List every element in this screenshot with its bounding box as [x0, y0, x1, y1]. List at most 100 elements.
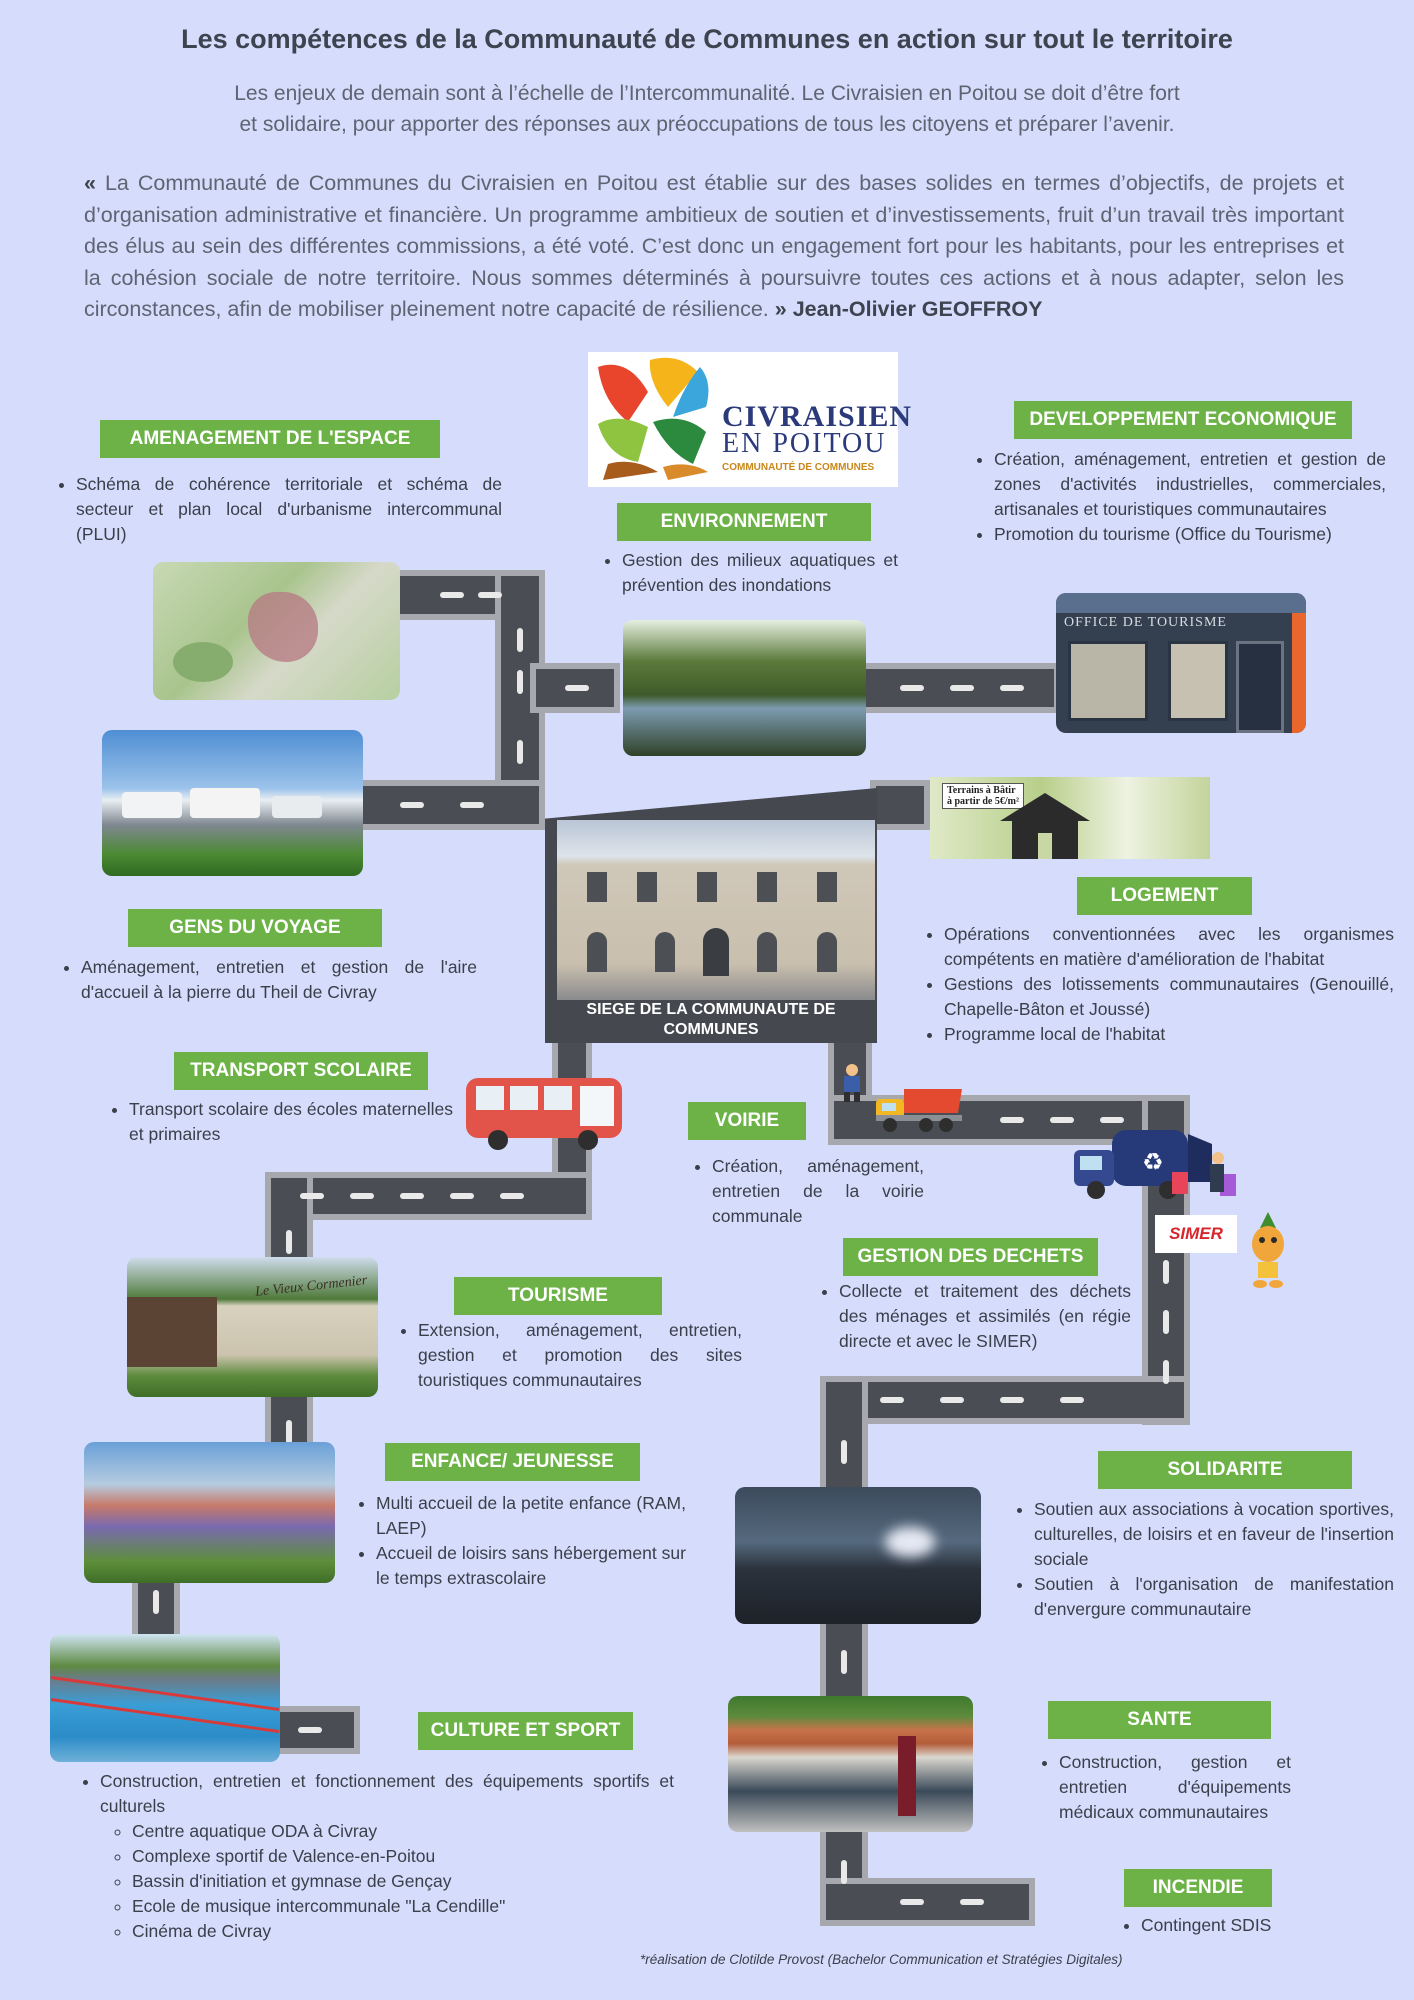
list-item: Collecte et traitement des déchets des m… [839, 1279, 1131, 1354]
president-quote: « La Communauté de Communes du Civraisie… [84, 171, 1344, 321]
road-dash [300, 1193, 324, 1199]
caravan [272, 796, 322, 818]
photo-aire-accueil [102, 730, 363, 876]
barn-roof [127, 1297, 217, 1367]
dump-truck-icon [876, 1089, 962, 1132]
road-dash [960, 1899, 984, 1905]
bus-icon [466, 1078, 622, 1150]
list-developpement: Création, aménagement, entretien et gest… [970, 447, 1386, 547]
simer-logo: SIMER [1155, 1215, 1237, 1253]
road-dash [900, 685, 924, 691]
list-item: Création, aménagement, entretien et gest… [994, 447, 1386, 522]
siege-label: SIEGE DE LA COMMUNAUTE DE COMMUNES [586, 1001, 836, 1038]
mascot-icon [1252, 1212, 1284, 1288]
list-item: Soutien aux associations à vocation spor… [1034, 1497, 1394, 1572]
road-dash [298, 1727, 322, 1733]
badge-developpement: DEVELOPPEMENT ECONOMIQUE [1014, 401, 1352, 439]
list-subitem: Cinéma de Civray [132, 1919, 674, 1944]
photo-maison-sante [728, 1696, 973, 1832]
svg-text:♻: ♻ [1142, 1148, 1164, 1176]
list-dechets: Collecte et traitement des déchets des m… [815, 1279, 1131, 1354]
logo-line2: EN POITOU [722, 428, 887, 459]
list-gens-du-voyage: Aménagement, entretien et gestion de l'a… [57, 955, 477, 1005]
intro-text: Les enjeux de demain sont à l’échelle de… [234, 82, 1180, 136]
list-environnement: Gestion des milieux aquatiques et préven… [598, 548, 898, 598]
badge-logement: LOGEMENT [1077, 877, 1252, 915]
list-sante: Construction, gestion et entretien d'équ… [1035, 1750, 1291, 1825]
photo-piscine [50, 1634, 280, 1762]
road-dash [1050, 1117, 1074, 1123]
shop-door [1236, 641, 1284, 733]
list-item: Programme local de l'habitat [944, 1022, 1394, 1047]
caravan [190, 788, 260, 818]
list-incendie: Contingent SDIS [1117, 1913, 1317, 1938]
badge-solidarite: SOLIDARITE [1098, 1451, 1352, 1489]
road-dash [1000, 685, 1024, 691]
road-segment [820, 1878, 1035, 1926]
photo-urbanism-map [153, 562, 400, 700]
road-dash [950, 685, 974, 691]
shop-window [1168, 641, 1228, 721]
road-dash [940, 1397, 964, 1403]
road-dash [460, 802, 484, 808]
list-item: Schéma de cohérence territoriale et sché… [76, 472, 502, 547]
list-item: Contingent SDIS [1141, 1913, 1317, 1938]
list-tourisme: Extension, aménagement, entretien, gesti… [394, 1318, 742, 1393]
badge-culture: CULTURE ET SPORT [418, 1712, 633, 1750]
badge-enfance: ENFANCE/ JEUNESSE [385, 1443, 640, 1481]
road-dash [1000, 1397, 1024, 1403]
window [637, 872, 657, 902]
road-dash [1163, 1360, 1169, 1384]
window [817, 932, 837, 972]
list-subitem: Centre aquatique ODA à Civray [132, 1819, 674, 1844]
road-dash [517, 740, 523, 764]
list-item: Gestion des milieux aquatiques et préven… [622, 548, 898, 598]
footer-credit: *réalisation de Clotilde Provost (Bachel… [640, 1952, 1123, 1967]
page-title: Les compétences de la Communauté de Comm… [181, 24, 1233, 54]
road-dash [400, 1193, 424, 1199]
photo-siege [557, 820, 875, 1000]
road-dash [478, 592, 502, 598]
window [817, 872, 837, 902]
logo-tree-icon [598, 357, 709, 480]
road-dash [500, 1193, 524, 1199]
shop-window [1068, 641, 1148, 721]
sign-post [898, 1736, 916, 1816]
road-dash [880, 1397, 904, 1403]
road-dash [565, 685, 589, 691]
list-enfance: Multi accueil de la petite enfance (RAM,… [352, 1491, 686, 1591]
road-dash [450, 1193, 474, 1199]
list-solidarite: Soutien aux associations à vocation spor… [1010, 1497, 1394, 1622]
road-dash [1163, 1260, 1169, 1284]
photo-terrains-a-batir: Terrains à Bâtir à partir de 5€/m² [930, 777, 1210, 859]
map-town-shape [248, 592, 318, 662]
window [757, 872, 777, 902]
map-green-zone [173, 642, 233, 682]
road-dash [517, 670, 523, 694]
list-voirie: Création, aménagement, entretien de la v… [688, 1154, 924, 1229]
road-dash [350, 1193, 374, 1199]
road-dash [1000, 1117, 1024, 1123]
list-item: Transport scolaire des écoles maternelle… [129, 1097, 453, 1147]
road-dash [286, 1230, 292, 1254]
list-item: Extension, aménagement, entretien, gesti… [418, 1318, 742, 1393]
window [587, 932, 607, 972]
logo-line1: CIVRAISIEN [722, 400, 913, 433]
list-item: Construction, gestion et entretien d'équ… [1059, 1750, 1291, 1825]
road-dash [400, 802, 424, 808]
list-item: Multi accueil de la petite enfance (RAM,… [376, 1491, 686, 1541]
list-item: Accueil de loisirs sans hébergement sur … [376, 1541, 686, 1591]
road-dash [1100, 1117, 1124, 1123]
road-dash [841, 1860, 847, 1884]
list-subitem: Bassin d'initiation et gymnase de Gençay [132, 1869, 674, 1894]
list-subitem: Complexe sportif de Valence-en-Poitou [132, 1844, 674, 1869]
house-icon [1000, 793, 1090, 859]
caravan [122, 792, 182, 818]
road-dash [517, 628, 523, 652]
road-dash [153, 1590, 159, 1614]
road-dash [1163, 1310, 1169, 1334]
terrain-sign: Terrains à Bâtir à partir de 5€/m² [942, 783, 1024, 809]
worker-icon [844, 1064, 860, 1102]
stage-light [885, 1527, 935, 1557]
road-segment [355, 780, 545, 830]
